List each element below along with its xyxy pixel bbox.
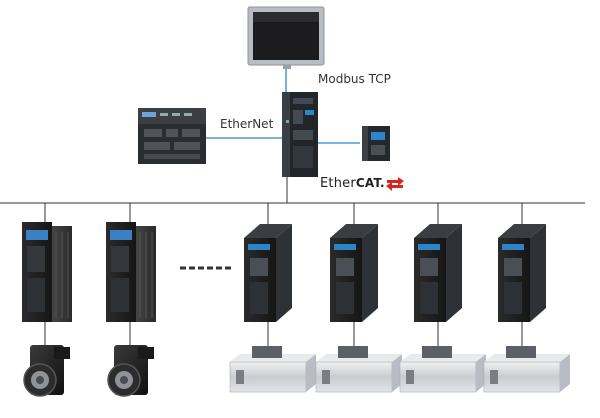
ethercat-logo: EtherCAT.	[320, 176, 405, 191]
servo-motor-icon	[107, 345, 154, 397]
ethercat-logo-prefix: Ether	[320, 176, 356, 191]
linear-motor-drive-icon	[244, 224, 292, 322]
servo-drive-icon	[22, 222, 72, 322]
linear-motor-drive-icon	[330, 224, 378, 322]
servo-drive-icon	[106, 222, 156, 322]
linear-motor-stage-icon	[315, 346, 402, 393]
ethercat-io-module-icon	[362, 126, 390, 161]
ethercat-arrows-icon	[385, 176, 405, 191]
modbus-tcp-label: Modbus TCP	[318, 72, 391, 86]
ethercat-logo-suffix: CAT.	[355, 176, 385, 190]
linear-motor-drive-icon	[414, 224, 462, 322]
linear-motor-drive-icon	[498, 224, 546, 322]
linear-motor-stage-icon	[229, 346, 316, 393]
hmi-touch-panel-icon	[247, 6, 325, 69]
linear-motor-stage-icon	[399, 346, 486, 393]
motor-connections	[44, 322, 523, 346]
linear-motor-stage-icon	[483, 346, 570, 393]
ethernet-label: EtherNet	[220, 117, 274, 131]
servo-motor-icon	[23, 345, 70, 397]
network-connections	[0, 68, 585, 270]
motion-controller-icon	[282, 92, 318, 177]
industrial-pc-icon	[138, 108, 206, 164]
